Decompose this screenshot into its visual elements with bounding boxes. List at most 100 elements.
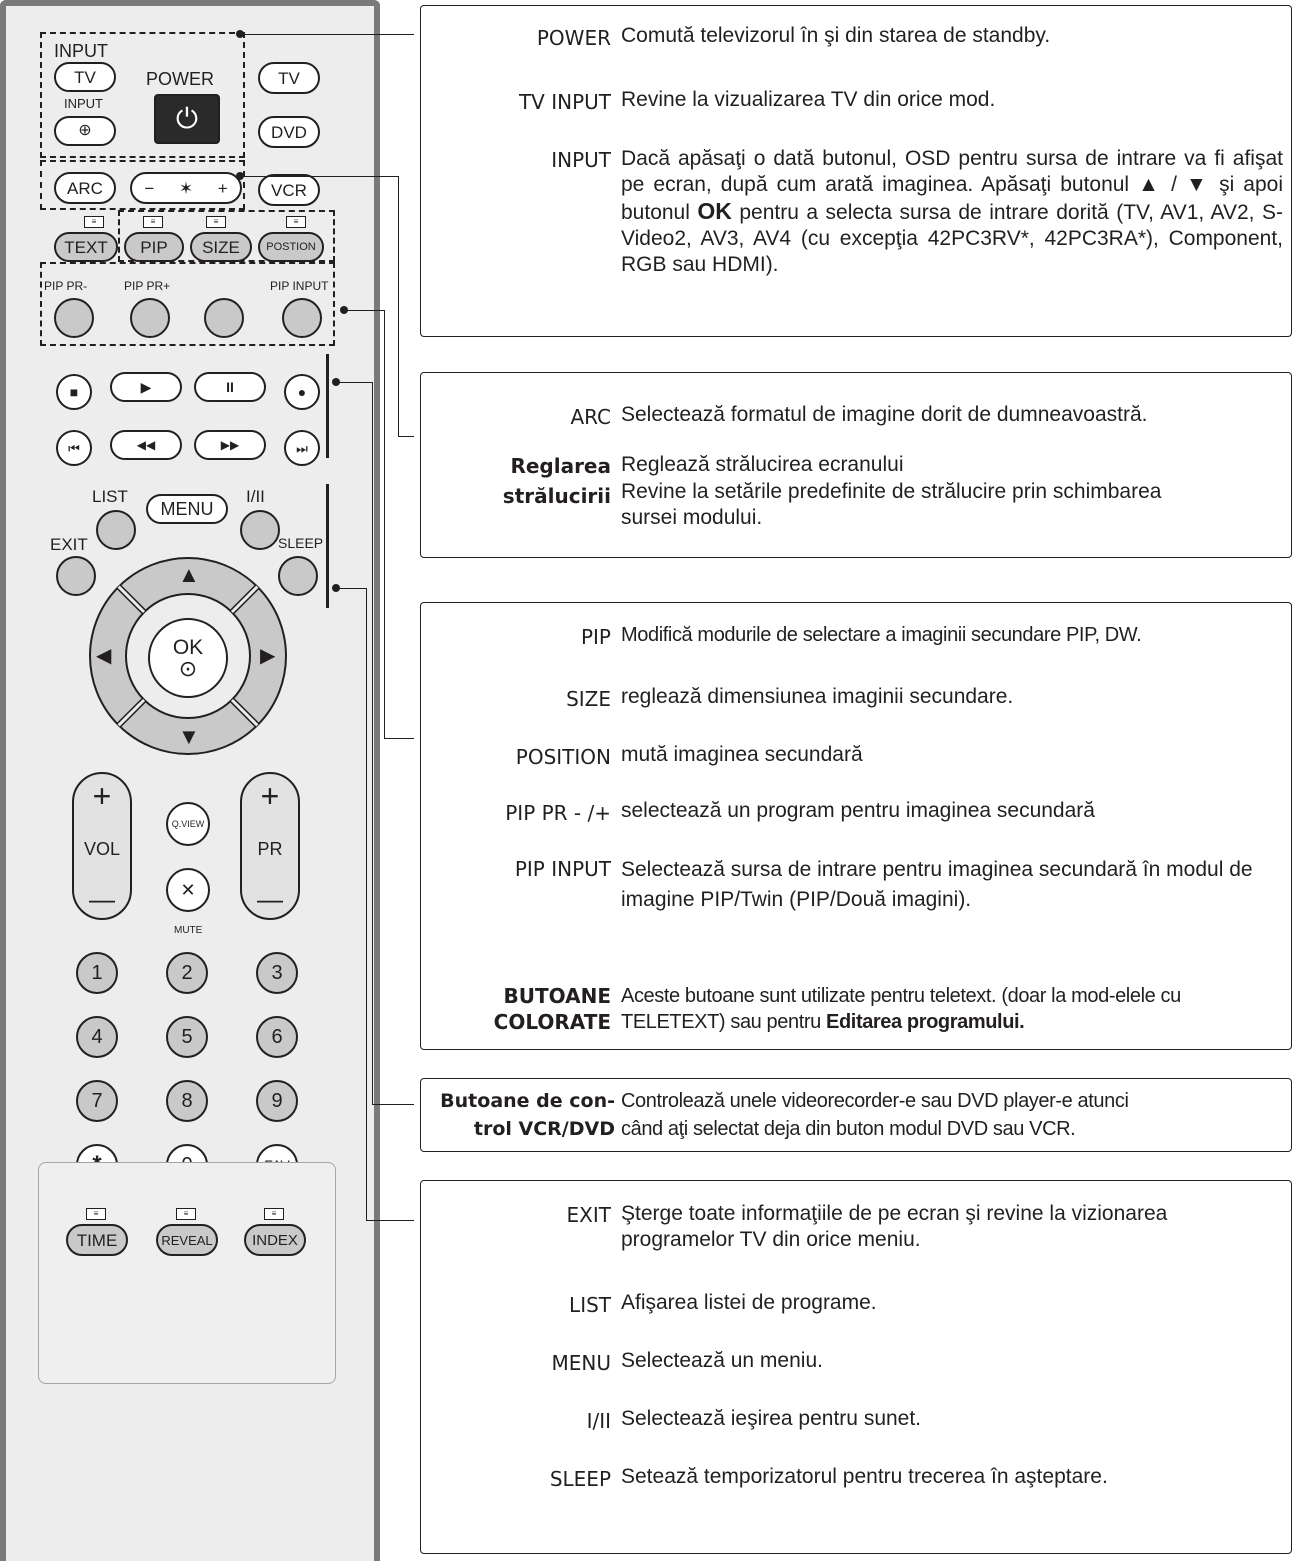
exit-label: EXIT xyxy=(50,535,88,554)
input-button[interactable]: ⊕ xyxy=(54,116,116,146)
callout-line-pip-h xyxy=(344,310,384,311)
pip-pr-minus-label: PIP PR- xyxy=(44,279,88,293)
vcr-mode-button[interactable]: VCR xyxy=(258,174,320,206)
reveal-button[interactable]: REVEAL xyxy=(156,1224,218,1256)
arc-button[interactable]: ARC xyxy=(54,172,116,204)
menu-description-box: EXIT Şterge toate informaţiile de pe ecr… xyxy=(420,1180,1292,1554)
mute-button[interactable]: ✕ xyxy=(166,868,210,912)
rewind-button[interactable]: ◀◀ xyxy=(110,430,182,460)
arc-brightness-group-outline xyxy=(40,160,245,210)
volume-up-icon: + xyxy=(92,778,112,814)
i-ii-button[interactable] xyxy=(240,510,280,550)
brightness-rocker[interactable]: − ✶ + xyxy=(130,172,242,204)
size-button[interactable]: SIZE xyxy=(190,232,252,262)
volume-rocker[interactable]: + VOL — xyxy=(72,772,132,920)
volume-label: VOL xyxy=(83,839,121,859)
list-description: Afişarea listei de programe. xyxy=(621,1291,877,1314)
color-buttons-group-outline xyxy=(40,262,335,346)
dvd-mode-button[interactable]: DVD xyxy=(258,116,320,148)
brightness-description: Reglează strălucirea ecranului Revine la… xyxy=(621,453,1162,529)
list-button[interactable] xyxy=(96,510,136,550)
menu-button[interactable]: MENU xyxy=(146,494,228,524)
next-button[interactable]: ⏭ xyxy=(284,430,320,466)
callout-line-exit-v xyxy=(366,588,367,1220)
i-ii-description: Selectează ieşirea pentru sunet. xyxy=(621,1407,922,1430)
number-7-button[interactable]: 7 xyxy=(76,1080,118,1122)
transport-bracket xyxy=(326,354,329,458)
play-button[interactable]: ▶ xyxy=(110,372,182,402)
ok-button[interactable]: OK ⊙ xyxy=(148,618,228,698)
program-label: PR xyxy=(257,839,283,859)
input-power-group-outline xyxy=(40,32,245,158)
program-rocker[interactable]: + PR — xyxy=(240,772,300,920)
edit-program-emphasis: Editarea programului. xyxy=(826,1011,1025,1033)
time-button[interactable]: TIME xyxy=(66,1224,128,1256)
number-3-button[interactable]: 3 xyxy=(256,952,298,994)
callout-line-arc-h xyxy=(240,176,398,177)
callout-line-vcr-h xyxy=(336,382,372,383)
mute-icon: ✕ xyxy=(180,880,196,900)
sleep-label: SLEEP xyxy=(278,535,324,551)
callout-line-arc-end xyxy=(398,436,414,437)
tv-input-term: TV INPUT xyxy=(518,90,611,114)
power-label: POWER xyxy=(146,69,215,89)
number-8-button[interactable]: 8 xyxy=(166,1080,208,1122)
stop-button[interactable]: ■ xyxy=(56,374,92,410)
up-arrow-button[interactable]: ▲ xyxy=(178,562,200,587)
record-button[interactable]: ● xyxy=(284,374,320,410)
menu-bracket xyxy=(326,484,329,608)
number-4-button[interactable]: 4 xyxy=(76,1016,118,1058)
size-description: reglează dimensiunea imaginii secundare. xyxy=(621,685,1014,708)
power-group-callout-dot xyxy=(236,30,244,38)
reveal-mode-icon: ≡ xyxy=(176,1208,196,1220)
pip-input-description: Selectează sursa de intrare pentru imagi… xyxy=(621,858,1253,911)
qview-button[interactable]: Q.VIEW xyxy=(166,802,210,846)
exit-description: Şterge toate informaţiile de pe ecran şi… xyxy=(621,1202,1168,1251)
fast-forward-icon: ▶▶ xyxy=(220,438,240,452)
yellow-color-button[interactable] xyxy=(204,298,244,338)
number-9-button[interactable]: 9 xyxy=(256,1080,298,1122)
brightness-minus-icon: − xyxy=(144,178,155,198)
color-buttons-description: Aceste butoane sunt utilizate pentru tel… xyxy=(621,985,1181,1033)
tv-input-description: Revine la vizualizarea TV din orice mod. xyxy=(621,88,996,111)
time-mode-icon: ≡ xyxy=(86,1208,106,1220)
vcr-dvd-description: Controlează unele videorecorder-e sau DV… xyxy=(621,1090,1129,1140)
previous-button[interactable]: ⏮ xyxy=(56,430,92,466)
left-arrow-button[interactable]: ◀ xyxy=(96,645,112,667)
down-arrow-button[interactable]: ▼ xyxy=(178,724,200,749)
exit-button[interactable] xyxy=(56,556,96,596)
pause-button[interactable]: II xyxy=(194,372,266,402)
blue-color-button[interactable] xyxy=(282,298,322,338)
callout-line-vcr-v xyxy=(372,382,373,1104)
color-buttons-term: BUTOANE COLORATE xyxy=(493,984,611,1034)
tv-input-button[interactable]: TV xyxy=(54,62,116,92)
index-button[interactable]: INDEX xyxy=(244,1224,306,1256)
pip-input-term: PIP INPUT xyxy=(514,857,611,881)
list-label: LIST xyxy=(92,487,128,506)
list-term: LIST xyxy=(569,1293,611,1317)
previous-icon: ⏮ xyxy=(68,440,80,456)
position-button[interactable]: POSTION xyxy=(258,232,324,262)
callout-line-exit-h xyxy=(336,588,366,589)
number-1-button[interactable]: 1 xyxy=(76,952,118,994)
red-color-button[interactable] xyxy=(54,298,94,338)
tv-mode-button[interactable]: TV xyxy=(258,62,320,94)
right-arrow-button[interactable]: ▶ xyxy=(260,645,276,667)
power-button[interactable]: ⏻ xyxy=(154,94,220,144)
green-color-button[interactable] xyxy=(130,298,170,338)
number-5-button[interactable]: 5 xyxy=(166,1016,208,1058)
input-source-icon: ⊕ xyxy=(78,122,92,139)
fast-forward-button[interactable]: ▶▶ xyxy=(194,430,266,460)
number-6-button[interactable]: 6 xyxy=(256,1016,298,1058)
text-mode-icon: ≡ xyxy=(84,216,104,228)
arc-term: ARC xyxy=(570,405,611,429)
power-term: POWER xyxy=(536,26,611,50)
power-input-description-box: POWER Comută televizorul în şi din stare… xyxy=(420,5,1292,337)
number-2-button[interactable]: 2 xyxy=(166,952,208,994)
text-button[interactable]: TEXT xyxy=(54,232,118,262)
input-term: INPUT xyxy=(551,148,611,172)
sleep-button[interactable] xyxy=(278,556,318,596)
pip-button[interactable]: PIP xyxy=(124,232,184,262)
size-term: SIZE xyxy=(566,687,611,711)
